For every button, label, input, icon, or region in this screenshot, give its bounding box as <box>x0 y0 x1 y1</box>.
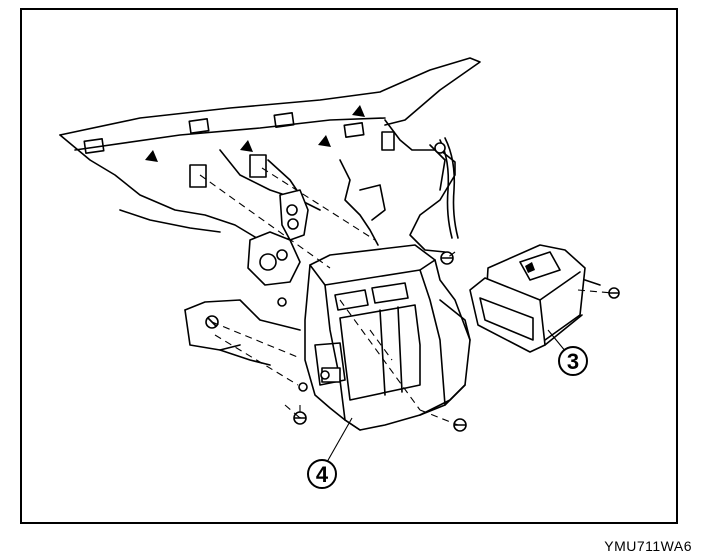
bolt-icon <box>453 418 467 432</box>
lower-bracket <box>184 299 301 366</box>
leader-lines <box>326 329 567 463</box>
heater-unit <box>304 244 471 431</box>
bolt-icon <box>277 297 287 307</box>
wire-harness <box>434 137 459 239</box>
figure-code: YMU711WA6 <box>604 538 692 554</box>
callout-label: 4 <box>316 462 329 487</box>
callout-4: 4 <box>307 459 337 489</box>
bolt-icon <box>440 251 454 265</box>
body-panel <box>59 57 481 253</box>
bolt-icon <box>608 287 620 299</box>
panel-holes <box>83 105 395 188</box>
bolt-icon <box>298 382 308 392</box>
duct-assembly <box>469 244 601 353</box>
figure-frame <box>20 8 678 524</box>
callout-3: 3 <box>558 346 588 376</box>
callout-label: 3 <box>567 349 579 374</box>
mounting-bracket <box>247 189 309 286</box>
alignment-lines <box>199 167 613 426</box>
